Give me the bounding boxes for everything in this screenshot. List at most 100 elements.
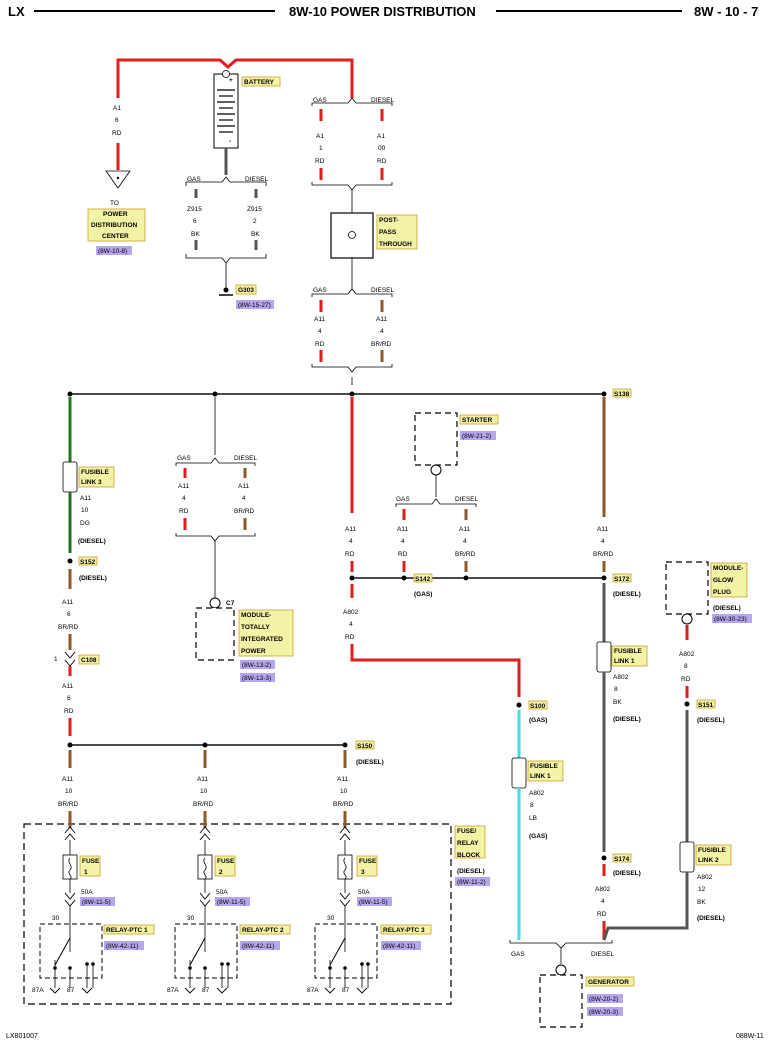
pdc-gauge: 6 [115,117,119,124]
c7-label: C7 [226,600,235,607]
starter-diesel-color: BR/RD [455,551,476,558]
fuse-branch-1: A11 10 BR/RD FUSE 1 50A (8W-11-5) 30 REL… [32,750,155,994]
battery-label: BATTERY [244,79,275,86]
starter-box [414,412,458,466]
bus-splice-dot-4 [601,391,607,397]
a802-diesel-circuit: A802 [595,886,611,893]
s151-label-box [696,699,716,709]
relay2-label: RELAY-PTC 2 [242,927,284,934]
tipm-gas-circuit: A11 [178,483,189,490]
pdc-label-line-2: DISTRIBUTION [91,222,138,229]
fl3-fuse-icon [62,461,78,493]
fl3-label-line-1: FUSIBLE [81,469,109,476]
fl2-circuit: A802 [697,874,713,881]
relay1-switch-icon [54,937,71,966]
tipm-gas-gauge: 4 [182,495,186,502]
fl3-color3: RD [64,708,74,715]
post-gas2: GAS [313,287,327,294]
generator-gas: GAS [511,951,525,958]
relay3-87: 87 [342,987,350,994]
header-page: 8W - 10 - 7 [694,4,758,19]
branch3-fuse-label-box [356,855,378,877]
pdc-circuit: A1 [113,105,121,112]
center-feed-gauge: 4 [349,538,353,545]
fl1-gas-circuit: A802 [529,790,545,797]
bus-splice-dot-3 [349,391,355,397]
s100-note: (GAS) [529,717,547,724]
fl1-diesel-label-box [611,645,648,667]
relay3-switch-icon [329,937,346,966]
battery-terminal-icon [222,70,230,78]
relay3-ref-box [381,941,421,950]
relay2-label-box [239,924,291,935]
branch1-amps: 50A [81,889,93,896]
ground-gas-circuit: Z915 [187,206,202,213]
branch2-fuse-label-2: 2 [219,869,223,876]
tipm-label-box [238,609,294,657]
branch3-connector2-icon [339,892,351,907]
starter-ref-box [460,431,496,440]
tipm-gas-color: RD [179,508,189,515]
header-title: 8W-10 POWER DISTRIBUTION [289,4,476,19]
s142-dot [401,575,407,581]
fl3-color2: BR/RD [58,624,79,631]
tipm-join-bracket [175,533,256,542]
ground-label: G303 [238,287,254,294]
starter-diesel-gauge: 4 [463,538,467,545]
branch1-color: BR/RD [58,801,79,808]
glow-plug-circuit: A802 [679,651,695,658]
generator-join-bracket [509,940,613,949]
pdc-ref-box [96,246,132,255]
pdc-ref: (8W-10-8) [98,248,127,255]
fl1-diesel-label-line-2: LINK 1 [614,658,635,665]
starter-ref: (8W-21-2) [462,433,491,440]
s152-label-box [78,556,98,566]
s142-label-box [413,573,433,583]
ground-label-box [235,284,257,295]
branch3-pin: 30 [327,915,335,922]
fl3-circuit3: A11 [62,683,73,690]
fl1-gas-label-box [527,760,564,782]
relay2-switch-icon [189,937,206,966]
center-splice-dot [349,575,355,581]
s100-label-box [528,700,548,710]
ground-diesel-gauge: 2 [253,218,257,225]
glow-plug-note: (DIESEL) [713,605,741,612]
branch1-circuit: A11 [62,776,73,783]
starter-label: STARTER [462,417,493,424]
branch1-connector2-icon [64,892,76,907]
branch2-amps: 50A [216,889,228,896]
relay1-ref-box [104,941,144,950]
generator-ref-2: (8W-20-3) [589,1009,618,1016]
branch3-fuse-label-1: FUSE [359,858,377,865]
branch2-fuse-label-box [214,855,236,877]
tipm-diesel: DIESEL [234,455,258,462]
branch2-fuse-ref: (8W-11-5) [217,899,246,906]
s151-label: S151 [698,702,714,709]
fuse-block-ref: (8W-11-2) [457,879,486,886]
battery-minus-icon: - [229,138,231,145]
s172-label-box [612,573,632,583]
ground-gas: GAS [187,176,201,183]
starter-diesel: DIESEL [455,496,479,503]
fl2-label-line-1: FUSIBLE [698,847,726,854]
starter-gas-circuit: A11 [397,526,408,533]
tipm-diesel-circuit: A11 [238,483,249,490]
branch2-connector2-icon [199,892,211,907]
glow-plug-label-line-1: MODULE- [713,565,743,572]
fl1-diesel-circuit: A802 [613,674,629,681]
branch3-amps: 50A [358,889,370,896]
relay1-87a: 87A [32,987,44,994]
ground-point-icon [223,287,229,293]
s150-dot-2 [202,742,208,748]
post-bottom-split-bracket [311,288,393,297]
bus-splice-dot-2 [212,391,218,397]
relay2-87: 87 [202,987,210,994]
s100-label: S100 [530,703,546,710]
s151-dot [684,701,690,707]
glow-plug-color: RD [681,676,691,683]
relay1-ref: (8W-42-11) [106,943,138,950]
c108-connector-icon [64,651,76,667]
branch2-fuse-label-1: FUSE [217,858,235,865]
c108-label: C108 [81,657,97,664]
